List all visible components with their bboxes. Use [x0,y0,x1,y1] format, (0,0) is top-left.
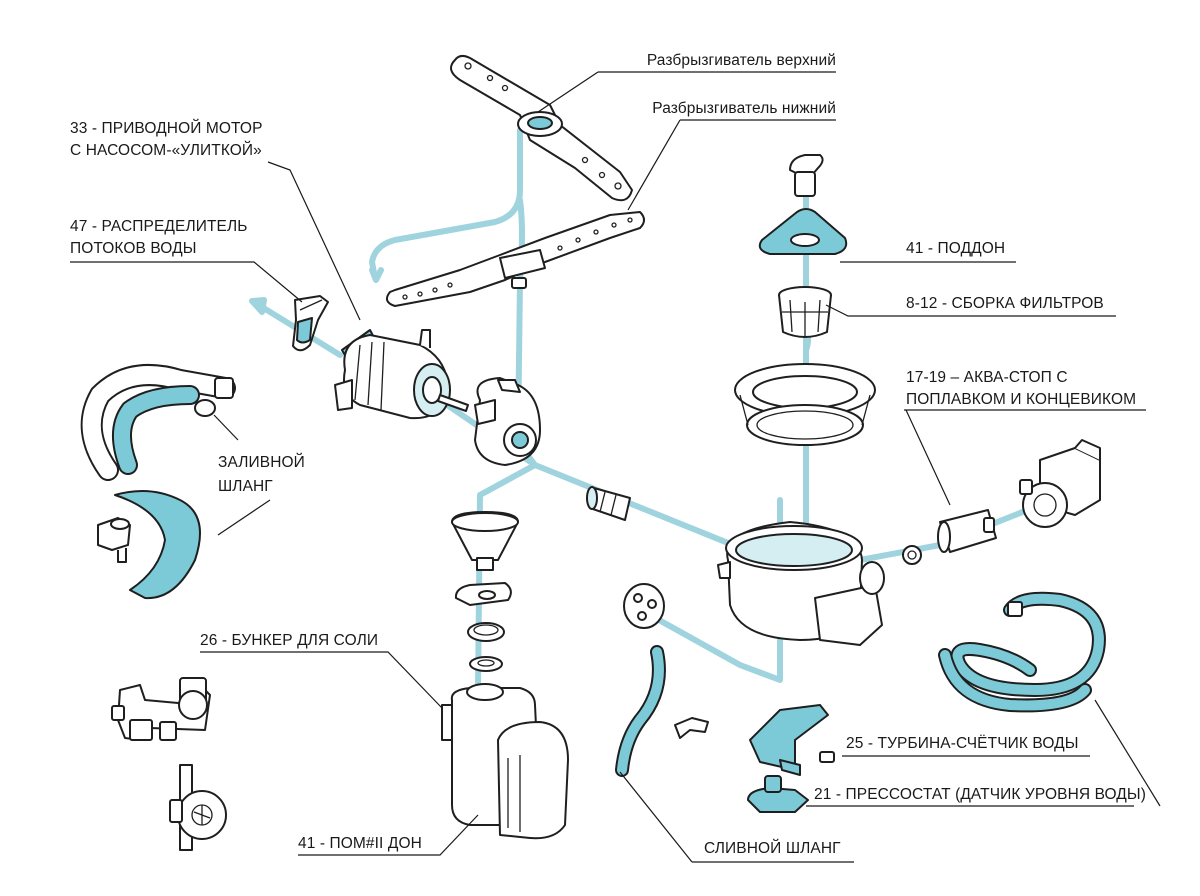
label-filters: 8-12 - СБОРКА ФИЛЬТРОВ [906,295,1104,312]
label-motor-line1: 33 - ПРИВОДНОЙ МОТОР [70,120,263,137]
flow-sensor [169,764,227,851]
label-distributor-line2: ПОТОКОВ ВОДЫ [70,240,197,257]
lower-spray-arm [385,211,645,307]
tray-41 [758,208,848,255]
water-distributor [292,295,329,352]
label-turbine: 25 - ТУРБИНА-СЧЁТЧИК ВОДЫ [846,735,1079,752]
label-spray-lower: Разбрызгиватель нижний [652,100,836,117]
inlet-shield [97,490,201,600]
leader-lines [70,71,1161,863]
label-aquastop-line2: ПОПЛАВКОМ И КОНЦЕВИКОМ [906,391,1137,408]
filter-top-handle [789,154,824,197]
label-inlet-line2: ШЛАНГ [218,478,273,495]
label-motor-line2: С НАСОСОМ-«УЛИТКОЙ» [70,142,262,159]
upper-spray-arm [450,54,633,202]
inlet-hose [80,364,236,481]
salt-cap-plate [454,582,512,606]
drive-motor-pump [334,329,469,420]
water-turbine [749,704,835,776]
label-distributor-line1: 47 - РАСПРЕДЕЛИТЕЛЬ [70,218,248,235]
drain-clip [674,717,709,739]
aquastop-pump [1019,439,1101,528]
drain-hose [615,645,666,777]
sump-basin [717,521,885,646]
label-salt-bunker: 26 - БУНКЕР ДЛЯ СОЛИ [200,632,379,649]
aquastop-valve [937,509,997,553]
snail-pump [474,377,541,466]
filter-ring [734,363,876,446]
drain-plug [623,583,665,629]
drain-hose-coil [938,591,1106,713]
label-pressostat: 21 - ПРЕССОСТАТ (ДАТЧИК УРОВНЯ ВОДЫ) [814,786,1146,803]
label-tray: 41 - ПОДДОН [906,240,1006,257]
filter-assembly [778,286,832,338]
salt-ring-2 [469,656,503,672]
label-drain-hose: СЛИВНОЙ ШЛАНГ [704,840,841,857]
label-aquastop-line1: 17-19 – АКВА-СТОП С [906,369,1068,386]
label-spray-upper: Разбрызгиватель верхний [646,52,836,69]
salt-funnel [451,511,519,571]
label-inlet-line1: ЗАЛИВНОЙ [218,454,305,471]
pressostat [747,775,809,813]
label-bottom-left: 41 - ПОМ#II ДОН [298,835,422,852]
inlet-valve-assembly [111,677,211,741]
salt-ring-1 [467,622,505,642]
aquastop-gasket [902,545,922,565]
pipe-coupling [586,486,631,521]
salt-bunker [441,683,569,840]
